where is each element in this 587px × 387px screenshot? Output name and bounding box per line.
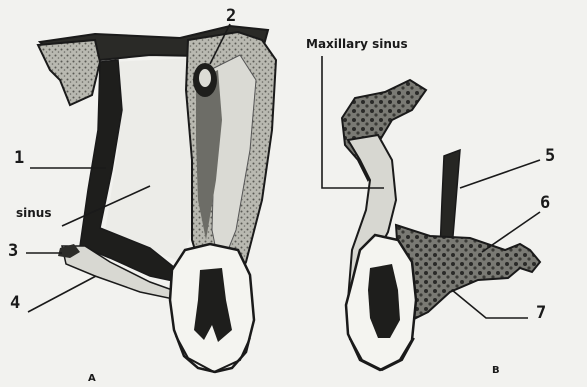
panel-label-b: B xyxy=(492,366,500,376)
foramen-inner xyxy=(199,69,211,87)
label-1: 1 xyxy=(14,150,24,167)
upper-left-bone-mass xyxy=(38,40,100,105)
figure-a xyxy=(38,26,276,372)
label-6: 6 xyxy=(540,195,550,212)
label-2: 2 xyxy=(226,8,236,25)
leader-5 xyxy=(460,160,540,188)
label-maxillary-sinus: Maxillary sinus xyxy=(306,38,408,50)
leader-4 xyxy=(28,276,96,312)
leader-7 xyxy=(452,290,528,318)
label-3: 3 xyxy=(8,243,18,260)
label-5: 5 xyxy=(545,148,555,165)
leader-6 xyxy=(482,212,540,252)
label-sinus: sinus xyxy=(16,207,51,219)
label-7: 7 xyxy=(536,305,546,322)
alveolar-bone-b xyxy=(396,225,540,320)
figure-b xyxy=(342,80,540,370)
label-4: 4 xyxy=(10,295,20,312)
panel-label-a: A xyxy=(88,374,96,384)
